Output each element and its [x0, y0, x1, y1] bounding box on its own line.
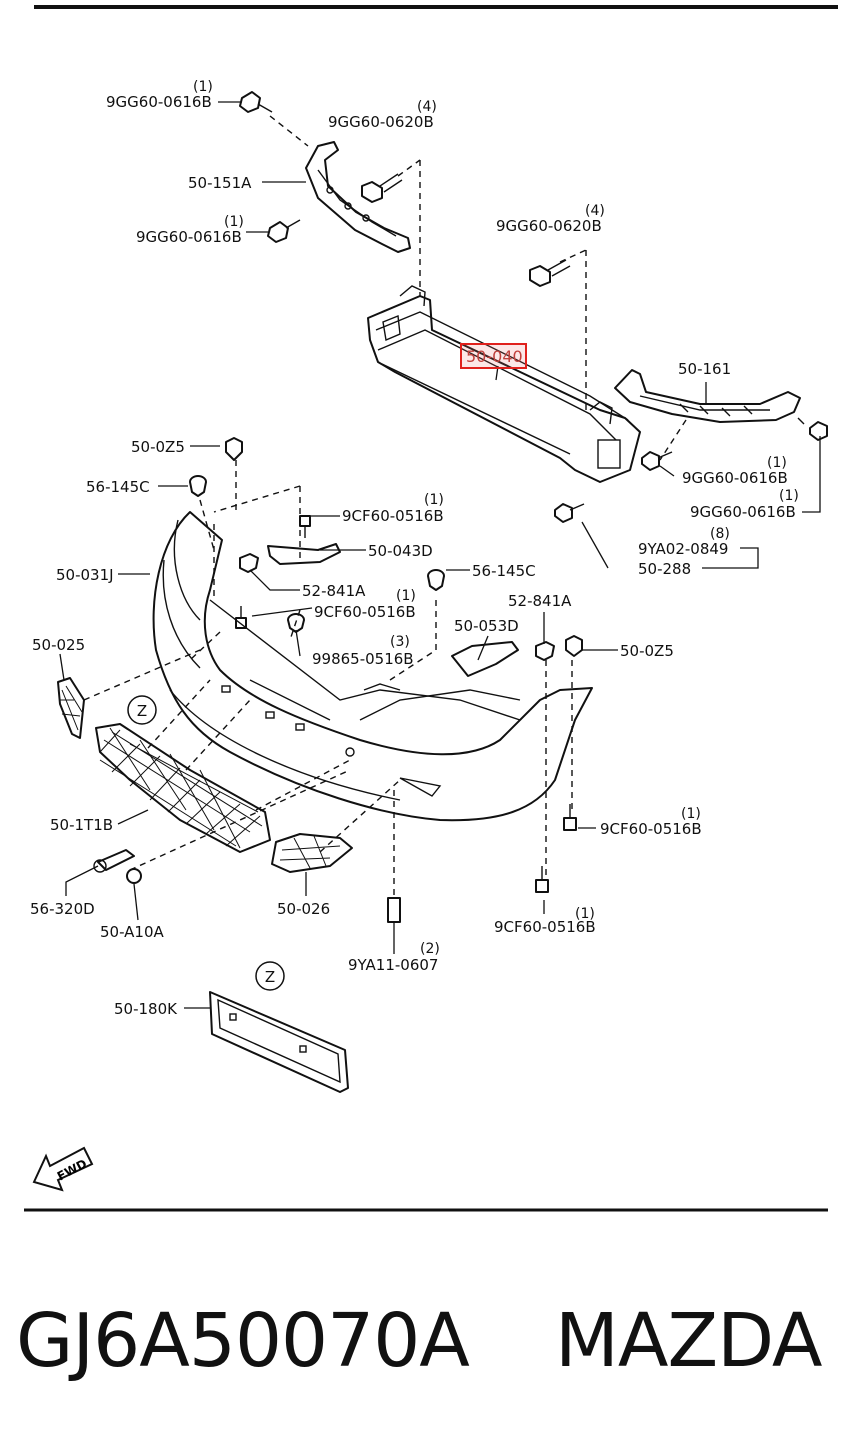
- z-marker-1: Z: [127, 695, 157, 725]
- footer: GJ6A50070A MAZDA: [0, 1290, 864, 1430]
- callout-qty: (1): [767, 455, 787, 471]
- callout-code: 9CF60-0516B: [314, 603, 416, 621]
- callout-code: 50-180K: [114, 1000, 178, 1018]
- callout-code: 50-0Z5: [131, 438, 185, 456]
- callout-code: 50-043D: [368, 542, 433, 560]
- callout-code: 9YA11-0607: [348, 956, 438, 974]
- callout-qty: (4): [585, 203, 605, 219]
- leader-lines: [59, 101, 821, 1009]
- callout-code: 9GG60-0616B: [106, 93, 212, 111]
- callout-code: 9GG60-0616B: [690, 503, 796, 521]
- bumper-cover-illustration: [152, 511, 593, 822]
- callout-code: 56-145C: [472, 562, 536, 580]
- callout-code: 9CF60-0516B: [600, 820, 702, 838]
- callout-code: 50-A10A: [100, 923, 165, 941]
- footer-brand: MAZDA: [555, 1298, 822, 1384]
- callout-code: 50-1T1B: [50, 816, 113, 834]
- callout-code: 56-145C: [86, 478, 150, 496]
- callout-code: 50-288: [638, 560, 691, 578]
- z-marker-2-label: Z: [265, 968, 275, 986]
- callout-code: 9GG60-0616B: [136, 228, 242, 246]
- highlighted-part-label: 50-040: [466, 347, 523, 366]
- callout-qty: (8): [710, 526, 730, 542]
- left-bracket-illustration: [305, 141, 411, 253]
- callout-code: 99865-0516B: [312, 650, 414, 668]
- callout-code: 52-841A: [508, 592, 572, 610]
- callouts: 9GG60-0616B (1) 9GG60-0620B (4) 50-151A …: [30, 79, 799, 1018]
- callout-qty: (1): [575, 906, 595, 922]
- lower-grille-illustration: [95, 723, 271, 853]
- side-covers-illustration: [57, 677, 353, 873]
- callout-qty: (1): [681, 806, 701, 822]
- z-marker-1-label: Z: [137, 702, 147, 720]
- callout-qty: (1): [193, 79, 213, 95]
- callout-qty: (3): [390, 634, 410, 650]
- callout-code: 56-320D: [30, 900, 95, 918]
- callout-code: 50-031J: [56, 566, 114, 584]
- callout-code: 9GG60-0616B: [682, 469, 788, 487]
- callout-code: 50-053D: [454, 617, 519, 635]
- z-marker-2: Z: [255, 961, 285, 991]
- callout-qty: (1): [779, 488, 799, 504]
- callout-code: 9CF60-0516B: [494, 918, 596, 936]
- callout-qty: (1): [424, 492, 444, 508]
- callout-code: 9CF60-0516B: [342, 507, 444, 525]
- callout-qty: (4): [417, 99, 437, 115]
- callout-code: 50-025: [32, 636, 85, 654]
- callout-code: 50-161: [678, 360, 731, 378]
- callout-code: 50-151A: [188, 174, 252, 192]
- fwd-arrow: FWD: [32, 1146, 94, 1192]
- footer-part-number: GJ6A50070A: [16, 1298, 470, 1384]
- fasteners-illustration: [93, 91, 828, 923]
- callout-code: 52-841A: [302, 582, 366, 600]
- callout-code: 9GG60-0620B: [496, 217, 602, 235]
- callout-code: 9YA02-0849: [638, 540, 728, 558]
- callout-code: 50-026: [277, 900, 330, 918]
- right-bracket-illustration: [614, 369, 801, 423]
- callout-qty: (2): [420, 941, 440, 957]
- callout-code: 9GG60-0620B: [328, 113, 434, 131]
- callout-code: 50-0Z5: [620, 642, 674, 660]
- callout-qty: (1): [224, 214, 244, 230]
- bumper-reinforcement-illustration: [367, 285, 641, 483]
- license-bracket-illustration: [209, 991, 349, 1093]
- callout-qty: (1): [396, 588, 416, 604]
- assembly-lines: [83, 115, 687, 900]
- highlight-box: [460, 343, 527, 369]
